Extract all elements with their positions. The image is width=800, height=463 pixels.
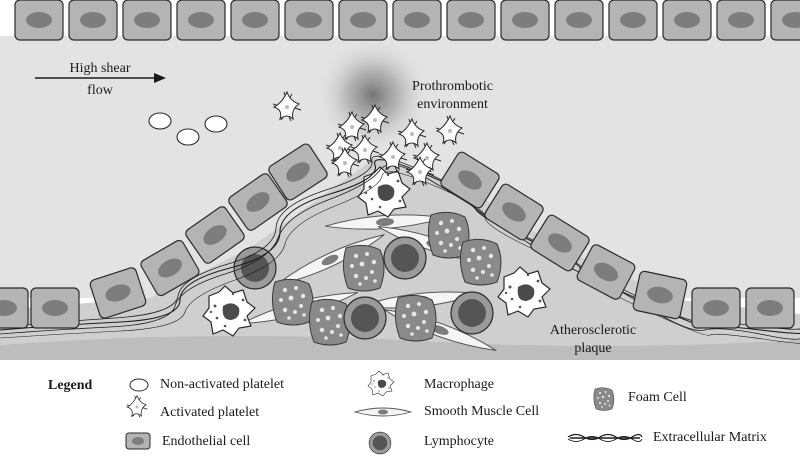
foam-cell-icon (593, 387, 615, 411)
plaque-label-line1: Atherosclerotic (549, 323, 637, 338)
prothrombotic-label-line1: Prothrombotic (412, 79, 493, 94)
legend-item-macrophage: Macrophage (424, 377, 494, 392)
flow-label-line2: flow (87, 83, 113, 98)
legend-item-activated-platelet: Activated platelet (160, 405, 260, 420)
legend-item-endothelial-cell: Endothelial cell (162, 434, 251, 449)
top-endothelium (14, 0, 800, 41)
legend-item-non-activated-platelet: Non-activated platelet (160, 377, 284, 392)
legend-item-smooth-muscle-cell: Smooth Muscle Cell (424, 404, 540, 419)
prothrombotic-label-line2: environment (417, 97, 488, 112)
lymphocyte-icon (368, 431, 392, 455)
extracellular-matrix-icon (567, 433, 643, 442)
plaque-label: Atherosclerotic plaque (538, 322, 648, 358)
smooth-muscle-cell-icon (353, 407, 413, 417)
endothelial-cell-icon (125, 432, 151, 450)
legend-item-extracellular-matrix: Extracellular Matrix (653, 430, 767, 445)
prothrombotic-label: Prothrombotic environment (395, 78, 510, 114)
flow-arrow-icon (35, 73, 166, 83)
legend-item-foam-cell: Foam Cell (628, 390, 687, 405)
flow-label: High shear flow (50, 60, 150, 100)
flow-label-line1: High shear (69, 61, 131, 76)
plaque-label-line2: plaque (574, 341, 612, 356)
non-activated-platelet-icon (129, 378, 149, 392)
legend-item-lymphocyte: Lymphocyte (424, 434, 494, 449)
legend-title: Legend (48, 378, 93, 393)
non-activated-platelets (148, 112, 228, 146)
